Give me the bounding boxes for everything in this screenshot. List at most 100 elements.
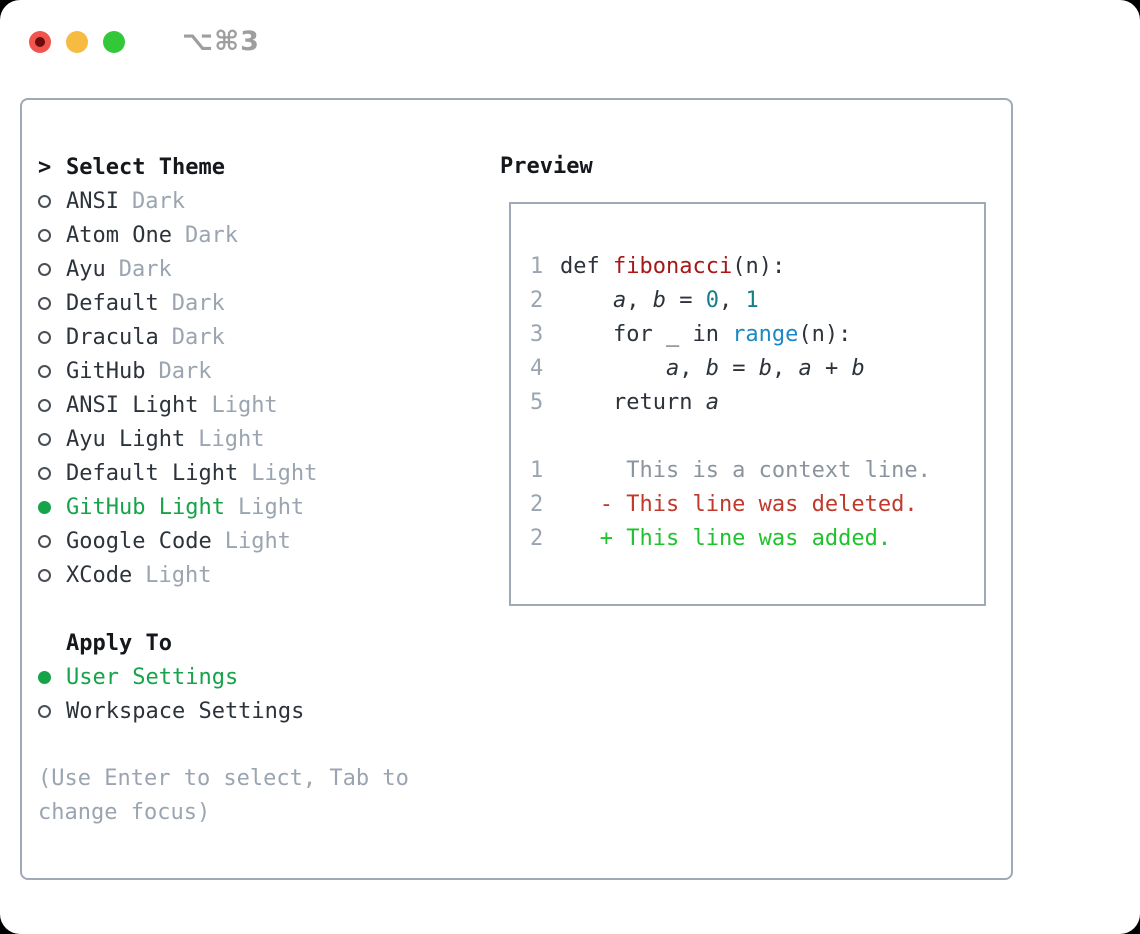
code-line [530,420,984,454]
code-segment: range [732,322,799,347]
option-label: Default Light [66,460,239,486]
code-segment: , [771,356,799,381]
option-label: Dracula [66,324,159,350]
option-variant-label: Light [237,494,305,520]
option-label: Atom One [66,222,172,248]
code-segment [560,288,613,313]
code-segment: 0 [705,288,719,313]
option-label: ANSI [66,188,119,214]
titlebar: ⌥⌘3 [29,26,260,57]
code-segment: b [652,288,666,313]
code-segment: a [798,356,812,381]
line-number: 2 [530,492,544,517]
radio-selected-icon [38,500,51,514]
option-label: ANSI Light [66,392,199,418]
code-segment: a [612,288,627,313]
zoom-button[interactable] [103,30,125,53]
radio-unselected-icon [38,432,51,446]
code-line: 4 a, b = b, a + b [530,352,984,386]
code-line: 1 This is a context line. [530,454,984,488]
code-segment: return [560,390,706,415]
code-line: 5 return a [530,386,984,420]
theme-option-ayu-light[interactable]: Ayu Light Light [38,422,409,456]
option-label: User Settings [66,664,239,690]
option-label: GitHub [66,358,146,384]
apply-to-title: Apply To [66,630,172,656]
select-theme-title: Select Theme [66,154,225,180]
line-number: 4 [530,356,544,381]
apply-to-header: Apply To [38,626,409,660]
option-variant-label: Dark [184,222,238,248]
apply-option-workspace-settings[interactable]: Workspace Settings [38,694,409,728]
code-segment: b [705,356,719,381]
radio-unselected-icon [38,228,51,242]
window-shortcut-label: ⌥⌘3 [182,26,260,57]
code-segment: fibonacci [612,254,733,279]
preview-title: Preview [500,154,593,179]
code-segment: This is a context line. [560,458,931,483]
code-segment: (n): [732,254,786,279]
theme-option-ansi[interactable]: ANSI Dark [38,184,409,218]
close-button[interactable] [29,30,51,53]
option-variant-label: Dark [158,358,212,384]
code-segment: , [626,288,653,313]
minimize-button[interactable] [66,30,88,53]
code-segment: a [705,390,719,415]
theme-option-ayu[interactable]: Ayu Dark [38,252,409,286]
line-number: 3 [530,322,544,347]
apply-option-user-settings[interactable]: User Settings [38,660,409,694]
theme-option-github[interactable]: GitHub Dark [38,354,409,388]
option-variant-label: Dark [118,256,172,282]
code-segment: - This line was deleted. [560,492,918,517]
code-line: 1 def fibonacci(n): [530,250,984,284]
line-number: 2 [530,526,544,551]
radio-unselected-icon [38,296,51,310]
code-line: 2 - This line was deleted. [530,488,984,522]
code-segment: + This line was added. [560,526,892,551]
select-theme-header: > Select Theme [38,150,409,184]
code-segment: + [811,356,852,381]
radio-selected-icon [38,670,51,684]
radio-unselected-icon [38,364,51,378]
code-segment: a [665,356,680,381]
option-variant-label: Light [145,562,212,588]
code-segment [560,356,666,381]
line-number: 1 [530,254,544,279]
code-segment: = [718,356,759,381]
option-label: Default [66,290,159,316]
option-variant-label: Dark [131,188,185,214]
option-variant-label: Light [224,528,291,554]
theme-option-atom-one[interactable]: Atom One Dark [38,218,409,252]
theme-option-google-code[interactable]: Google Code Light [38,524,409,558]
code-line: 2 a, b = 0, 1 [530,284,984,318]
hint-text-line1: (Use Enter to select, Tab to [38,766,409,791]
radio-unselected-icon [38,534,51,548]
radio-unselected-icon [38,330,51,344]
radio-unselected-icon [38,568,51,582]
radio-unselected-icon [38,704,51,718]
option-label: Ayu [66,256,106,282]
theme-option-ansi-light[interactable]: ANSI Light Light [38,388,409,422]
option-variant-label: Dark [171,324,225,350]
focus-cursor-icon: > [38,154,52,180]
option-label: Google Code [66,528,212,554]
line-number: 1 [530,458,544,483]
radio-unselected-icon [38,466,51,480]
option-variant-label: Light [211,392,278,418]
code-segment: 1 [745,288,759,313]
option-label: Ayu Light [66,426,186,452]
code-segment: = [665,288,706,313]
code-segment: (n): [798,322,852,347]
code-segment: for _ in [560,322,733,347]
theme-option-dracula[interactable]: Dracula Dark [38,320,409,354]
option-variant-label: Light [198,426,265,452]
code-segment: def [560,254,613,279]
code-segment: , [718,288,746,313]
